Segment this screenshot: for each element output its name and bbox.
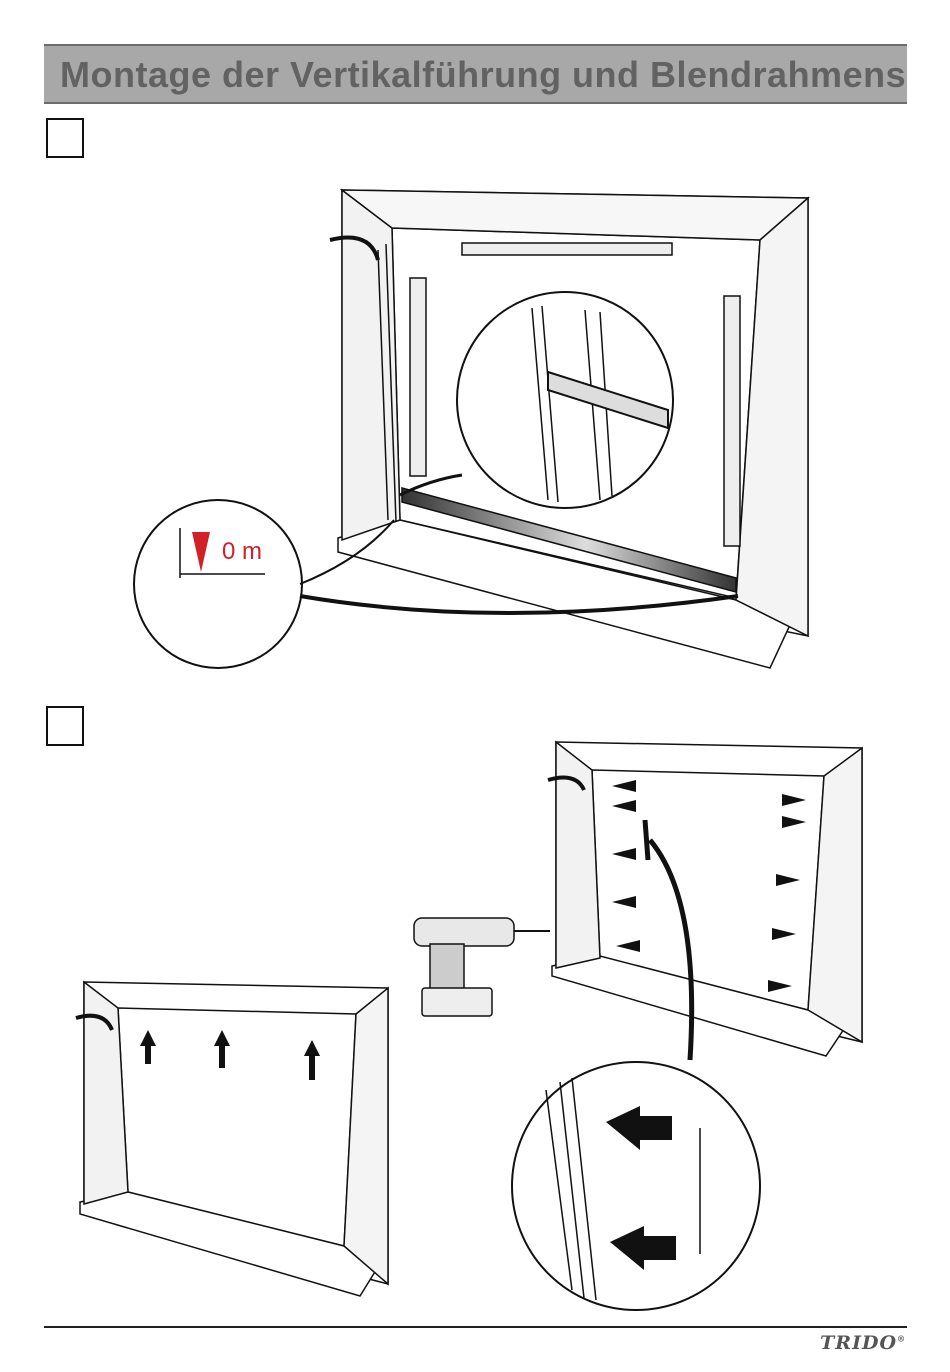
level-zero-label: 0 m <box>222 538 262 566</box>
step2-right-frame <box>548 742 862 1056</box>
step2-left-frame <box>76 982 388 1296</box>
zoom-detail-bottom <box>512 1062 760 1310</box>
brand-logo: TRIDO® <box>820 1332 906 1354</box>
footer-rule <box>44 1326 907 1328</box>
drill-icon <box>414 918 550 1016</box>
